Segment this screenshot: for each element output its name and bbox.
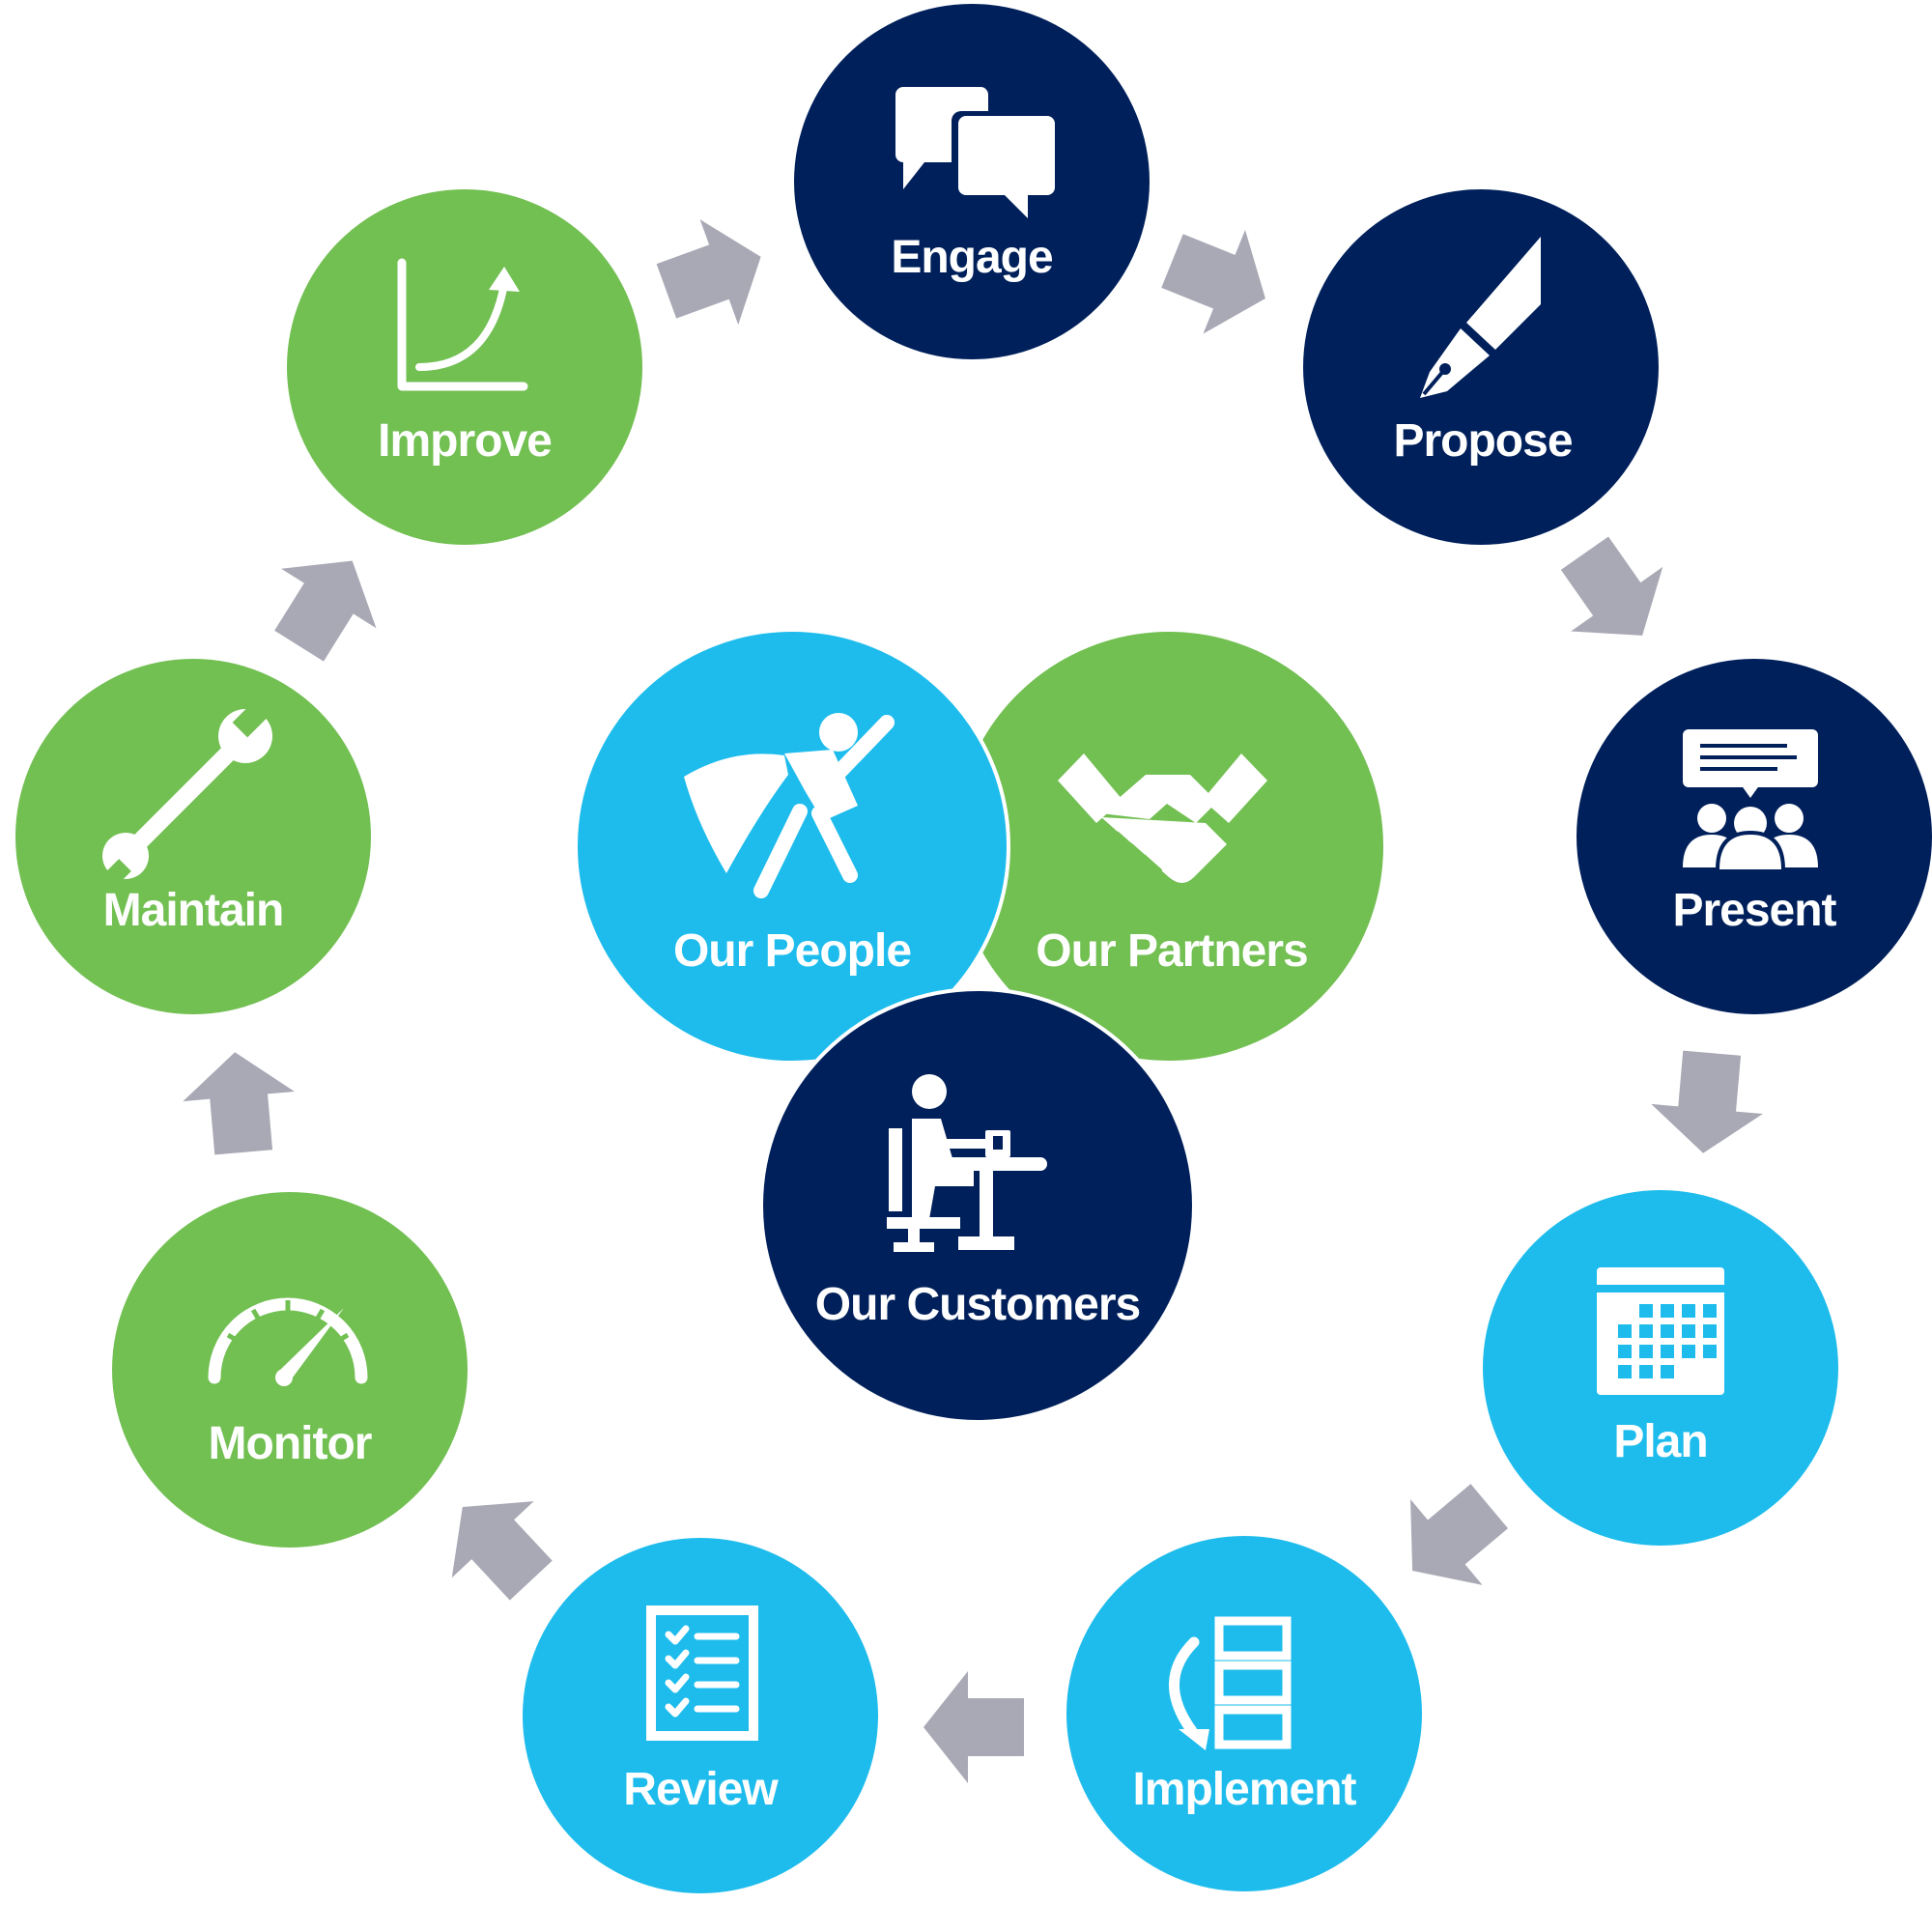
center-nodes: Our Partners Our People — [574, 628, 1387, 1424]
growth-curve-icon — [397, 258, 528, 391]
arrow-propose-to-present — [1560, 536, 1663, 636]
arrow-plan-to-implement — [1410, 1484, 1509, 1585]
node-implement[interactable]: Implement — [1066, 1536, 1422, 1891]
node-present[interactable]: Present — [1577, 659, 1932, 1014]
speech-bubbles-icon — [895, 87, 1058, 225]
arrow-improve-to-engage — [656, 219, 761, 326]
arrow-engage-to-propose — [1161, 229, 1265, 334]
node-propose-circle — [1303, 189, 1659, 545]
arrow-review-to-monitor — [451, 1501, 553, 1601]
node-our-customers-circle — [759, 987, 1196, 1424]
node-our-people-label: Our People — [673, 925, 911, 977]
node-implement-label: Implement — [1132, 1764, 1356, 1815]
handshake-icon — [1058, 753, 1267, 883]
node-engage[interactable]: Engage — [794, 4, 1150, 359]
node-review[interactable]: Review — [523, 1538, 878, 1893]
flow-arrows — [183, 219, 1763, 1783]
node-propose[interactable]: Propose — [1303, 189, 1659, 545]
node-our-customers-label: Our Customers — [815, 1279, 1140, 1330]
node-improve-circle — [287, 189, 642, 545]
node-propose-label: Propose — [1393, 415, 1572, 467]
node-review-label: Review — [623, 1764, 779, 1815]
arrow-maintain-to-improve — [274, 560, 377, 662]
node-improve-label: Improve — [378, 415, 552, 467]
node-our-customers[interactable]: Our Customers — [759, 987, 1196, 1424]
node-review-circle — [523, 1538, 878, 1893]
node-plan-label: Plan — [1613, 1416, 1707, 1467]
wrench-icon — [102, 701, 272, 888]
node-monitor-label: Monitor — [209, 1418, 372, 1469]
node-present-label: Present — [1672, 885, 1836, 936]
node-our-people[interactable]: Our People — [574, 628, 1010, 1065]
node-maintain-circle — [15, 659, 371, 1014]
arrow-implement-to-review — [923, 1671, 1024, 1783]
node-improve[interactable]: Improve — [287, 189, 642, 545]
node-plan[interactable]: Plan — [1483, 1190, 1838, 1546]
node-our-people-circle — [574, 628, 1010, 1065]
cycle-nodes: Engage Propose — [15, 4, 1932, 1893]
arrow-present-to-plan — [1651, 1050, 1763, 1153]
superhero-icon — [684, 713, 895, 898]
calendar-icon — [1597, 1267, 1724, 1395]
fountain-pen-icon — [1420, 237, 1541, 398]
node-engage-label: Engage — [891, 232, 1053, 283]
node-maintain[interactable]: Maintain — [15, 659, 371, 1014]
speedometer-icon — [208, 1297, 368, 1386]
checklist-icon — [646, 1605, 758, 1741]
node-monitor[interactable]: Monitor — [112, 1192, 468, 1548]
customer-at-desk-icon — [887, 1074, 1047, 1252]
presentation-audience-icon — [1683, 729, 1818, 869]
node-maintain-label: Maintain — [103, 885, 284, 936]
arrow-monitor-to-maintain — [183, 1052, 295, 1155]
node-our-partners-label: Our Partners — [1036, 925, 1307, 977]
implementation-steps-icon — [1169, 1616, 1292, 1750]
node-our-partners[interactable]: Our Partners — [951, 628, 1387, 1065]
